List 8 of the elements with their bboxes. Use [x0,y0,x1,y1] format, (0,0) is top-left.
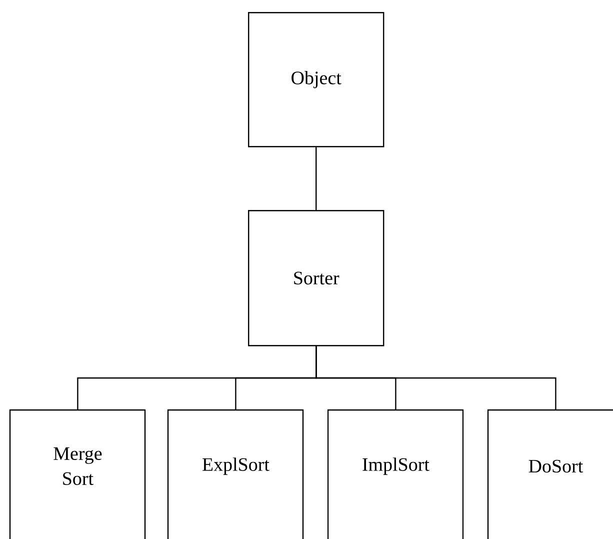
class-box: ExplSort [167,409,304,539]
connector-line [316,147,317,210]
connector-line [316,346,556,410]
class-box: Object [248,12,384,148]
class-box: Sorter [248,210,384,346]
class-box: DoSort [487,409,613,539]
class-box: ImplSort [327,409,464,539]
class-box: Merge Sort [9,409,146,539]
